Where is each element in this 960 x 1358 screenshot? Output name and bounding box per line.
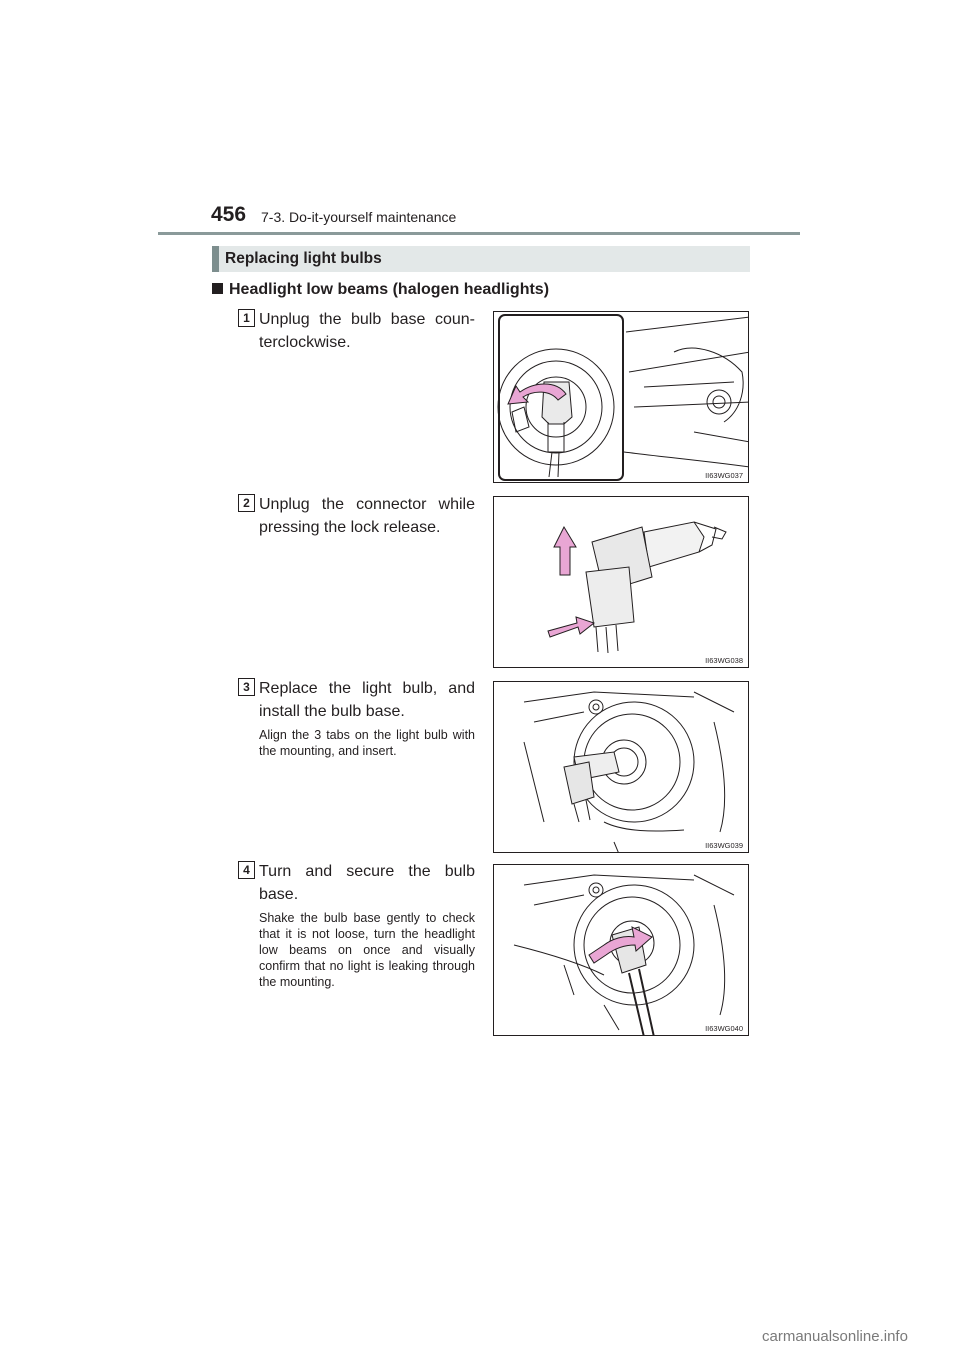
figure-secure-bulb-base: II63WG040 [493,864,749,1036]
figure-id: II63WG038 [705,656,743,665]
section-title-bar: Replacing light bulbs [212,246,750,272]
page-number: 456 [211,203,247,226]
step-note-4: Shake the bulb base gently to check that… [259,911,475,989]
step-number-3: 3 [238,678,255,696]
section-reference: 7-3. Do-it-yourself maintenance [261,209,457,225]
step-text-4: Turn and secure the bulb base. [259,863,475,903]
figure-unplug-bulb-base: II63WG037 [493,311,749,483]
step-text-3: Replace the light bulb, and install the … [259,680,475,720]
header-rule [158,232,800,235]
figure-id: II63WG039 [705,841,743,850]
step-text-1: Unplug the bulb base coun- terclockwise. [259,311,475,351]
figure-id: II63WG037 [705,471,743,480]
watermark: carmanualsonline.info [762,1328,908,1345]
figure-id: II63WG040 [705,1024,743,1033]
step-note-3: Align the 3 tabs on the light bulb with … [259,728,475,758]
square-bullet-icon [212,283,223,294]
figure-install-bulb: II63WG039 [493,681,749,853]
step-number-2: 2 [238,494,255,512]
subsection-heading: Headlight low beams (halogen headlights) [212,281,549,299]
step-text-2: Unplug the connector while pressing the … [259,496,475,536]
subsection-title: Headlight low beams (halogen headlights) [229,281,550,298]
step-number-1: 1 [238,309,255,327]
figure-unplug-connector: II63WG038 [493,496,749,668]
step-number-4: 4 [238,861,255,879]
